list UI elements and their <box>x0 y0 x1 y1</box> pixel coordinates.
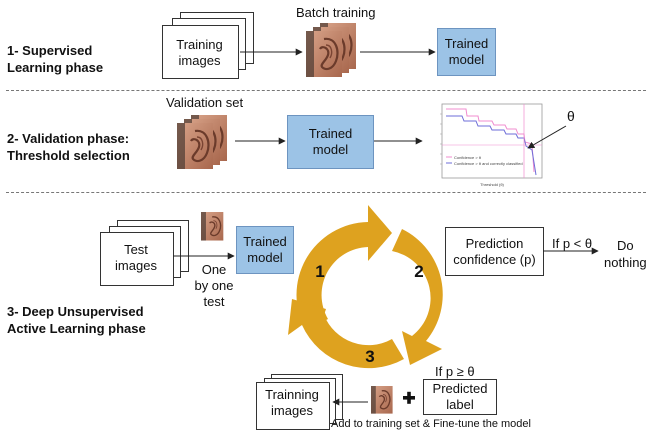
add-to-training-text: Add to training set & Fine-tune the mode… <box>331 418 531 430</box>
predicted-ear-image <box>370 385 394 415</box>
phase1-ear-images <box>304 21 358 79</box>
active-learning-cycle: 1 2 3 <box>288 205 443 369</box>
test-docs-line1: Test <box>124 242 148 257</box>
predicted-line2: label <box>446 397 474 412</box>
if-geq-label: If p ≥ θ <box>435 364 475 379</box>
phase2-title-line1: 2- Validation phase: <box>7 131 130 146</box>
test-ear-image <box>200 211 225 242</box>
mini-chart-line-correct <box>446 115 537 176</box>
theta-label: θ <box>567 108 575 124</box>
prediction-line1: Prediction <box>465 235 524 251</box>
phase1-docs-line1: Training <box>176 37 223 52</box>
one-by-one-label: One by one test <box>194 262 234 310</box>
phase3-model-line1: Trained <box>243 234 287 249</box>
test-doc-front <box>100 232 174 286</box>
mini-chart-xlabel: Threshold (θ) <box>480 182 504 187</box>
train-doc-front <box>256 382 330 430</box>
prediction-confidence-box: Prediction confidence (p) <box>445 227 544 276</box>
do-line2: nothing <box>604 255 647 270</box>
threshold-mini-chart: Confidence > θ Confidence > θ and correc… <box>440 103 543 187</box>
cycle-number-2: 2 <box>414 262 423 281</box>
one-line2: by one <box>194 278 234 293</box>
phase3-title: 3- Deep Unsupervised Active Learning pha… <box>7 303 146 337</box>
cycle-segment-3 <box>288 299 404 369</box>
mini-chart-legend-1: Confidence > θ <box>454 155 482 160</box>
validation-ear-images <box>175 113 229 171</box>
phase1-doc-front <box>162 25 239 79</box>
phase3-title-line1: 3- Deep Unsupervised <box>7 304 144 319</box>
one-line3: test <box>203 294 225 309</box>
phase2-trained-model: Trained model <box>287 115 374 169</box>
phase1-docs-label: Training images <box>162 37 237 69</box>
one-line1: One <box>201 262 227 277</box>
phase3-model-line2: model <box>247 250 283 265</box>
cycle-number-3: 3 <box>365 347 374 366</box>
cycle-number-1: 1 <box>315 262 324 281</box>
prediction-line2: confidence (p) <box>453 251 536 267</box>
batch-training-label: Batch training <box>296 5 376 20</box>
train-docs-line1: Trainning <box>265 387 319 402</box>
phase2-title: 2- Validation phase: Threshold selection <box>7 130 130 164</box>
theta-pointer-arrow <box>527 125 567 149</box>
phase3-trained-model: Trained model <box>236 226 294 274</box>
test-docs-line2: images <box>115 258 157 273</box>
do-line1: Do <box>617 238 634 253</box>
predicted-line1: Predicted <box>432 381 488 396</box>
phase1-title-line2: Learning phase <box>7 60 104 75</box>
train-docs-line2: images <box>271 403 313 418</box>
mini-chart-legend-2: Confidence > θ and correctly classified <box>454 161 523 166</box>
test-docs-label: Test images <box>100 242 172 274</box>
if-less-label: If p < θ <box>552 236 593 251</box>
phase1-model-line1: Trained <box>444 36 489 51</box>
mini-chart-frame <box>441 103 543 179</box>
phase1-docs-line2: images <box>178 53 221 68</box>
train-docs-label: Trainning images <box>256 387 328 419</box>
mini-chart-yticks <box>440 113 442 165</box>
predicted-label-box: Predicted label <box>423 379 497 415</box>
cycle-segment-1 <box>296 205 392 331</box>
divider-1 <box>6 90 646 91</box>
phase1-trained-model: Trained model <box>437 28 496 76</box>
phase2-model-line1: Trained <box>308 126 353 141</box>
phase1-model-line2: model <box>448 52 485 67</box>
phase2-title-line2: Threshold selection <box>7 148 130 163</box>
cycle-segment-2 <box>392 229 443 365</box>
plus-icon <box>403 391 415 404</box>
phase3-title-line2: Active Learning phase <box>7 321 146 336</box>
phase2-model-line2: model <box>312 142 349 157</box>
phase1-title-line1: 1- Supervised <box>7 43 93 58</box>
divider-2 <box>6 192 646 193</box>
validation-set-label: Validation set <box>166 95 244 110</box>
do-nothing-label: Do nothing <box>604 237 647 271</box>
phase1-title: 1- Supervised Learning phase <box>7 42 103 76</box>
